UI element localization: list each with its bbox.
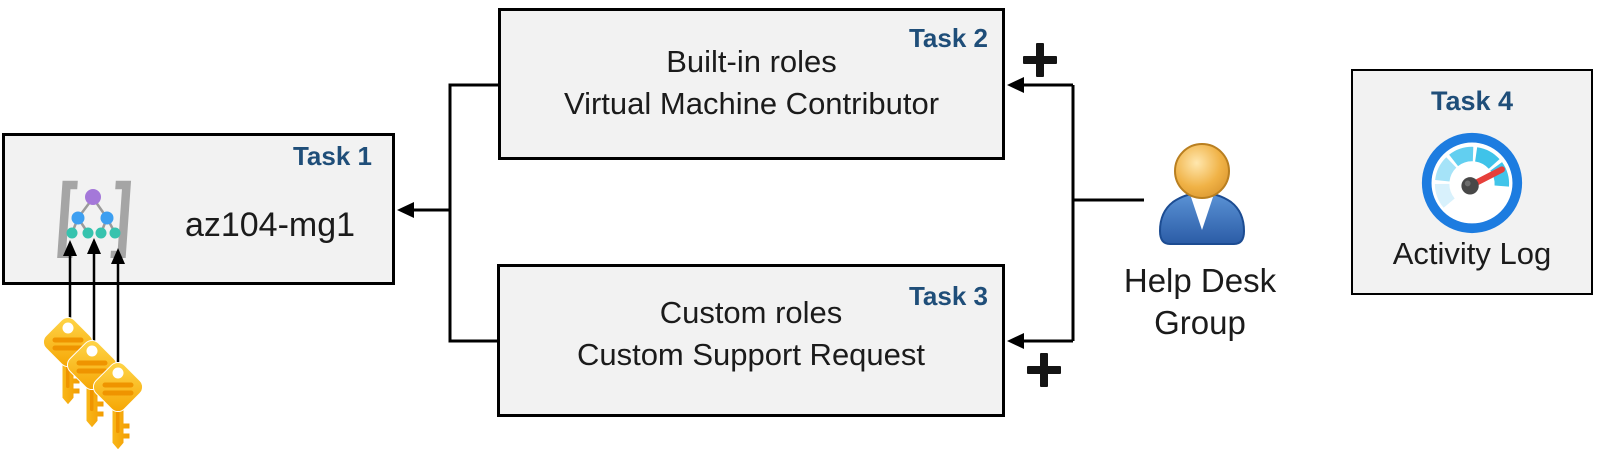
- mg-root-node: [85, 189, 101, 205]
- gauge-segment: [1449, 146, 1474, 167]
- task2-line2: Virtual Machine Contributor: [563, 86, 940, 121]
- task2-tag: Task 2: [908, 23, 988, 53]
- gauge-segment: [1474, 147, 1500, 170]
- person-head: [1174, 143, 1230, 199]
- task1-title: az104-mg1: [184, 206, 356, 244]
- arrowhead-task1: [397, 202, 414, 218]
- arrowhead-task3: [1007, 333, 1024, 349]
- actor-label: Help Desk Group: [1095, 260, 1305, 344]
- gauge-segment: [1434, 183, 1455, 208]
- task4-tag: Task 4: [1430, 86, 1514, 116]
- mg-leaf: [95, 227, 107, 239]
- actor-label-line1: Help Desk: [1123, 262, 1277, 299]
- plus-icon-bottom: [1027, 353, 1061, 387]
- task1-box: Task 1 az104-mg1: [2, 133, 395, 285]
- task2-line1: Built-in roles: [666, 44, 837, 79]
- gauge-segment: [1490, 162, 1510, 187]
- task4-caption: Activity Log: [1392, 236, 1552, 271]
- gauge-hub: [1461, 177, 1479, 195]
- person-icon: [1158, 143, 1246, 245]
- task2-text: Built-in roles Virtual Machine Contribut…: [501, 41, 1002, 125]
- management-group-icon: [57, 180, 132, 258]
- person-collar: [1190, 194, 1214, 230]
- task2-box: Task 2 Built-in roles Virtual Machine Co…: [498, 8, 1005, 160]
- gauge-icon: [1421, 132, 1523, 234]
- mg-leaf: [109, 227, 121, 239]
- mg-leaf: [66, 227, 78, 239]
- task3-line1: Custom roles: [659, 295, 843, 330]
- mg-node: [100, 211, 114, 225]
- keys-icon: [39, 313, 147, 449]
- left-elbow-connector: [448, 83, 498, 343]
- mg-node: [71, 211, 85, 225]
- task3-text: Custom roles Custom Support Request: [500, 292, 1002, 376]
- task3-line2: Custom Support Request: [576, 337, 926, 372]
- mg-leaf: [82, 227, 94, 239]
- task1-tag: Task 1: [292, 141, 372, 171]
- plus-icon-top: [1023, 43, 1057, 77]
- actor-label-line2: Group: [1154, 304, 1246, 341]
- gauge-segment: [1435, 157, 1457, 182]
- task3-tag: Task 3: [908, 281, 988, 311]
- task4-box: Task 4 Activity Log: [1351, 69, 1593, 295]
- task3-box: Task 3 Custom roles Custom Support Reque…: [497, 264, 1005, 417]
